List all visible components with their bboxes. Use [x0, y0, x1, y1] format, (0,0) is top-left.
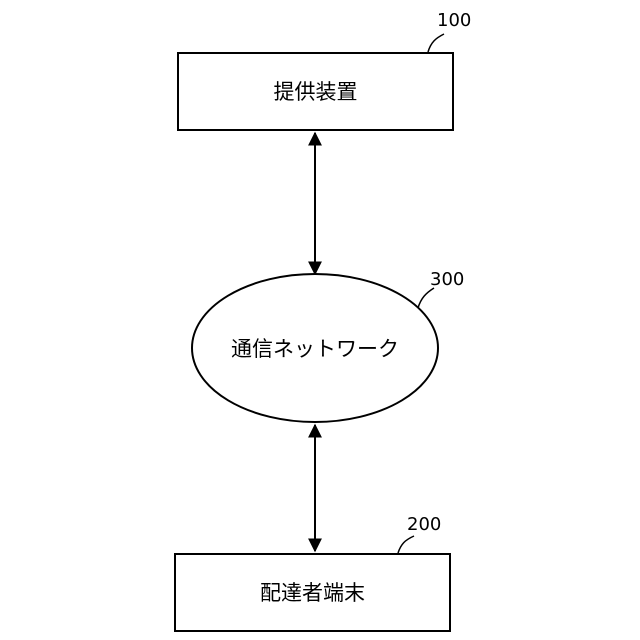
- network-ref-number: 300: [430, 269, 464, 290]
- network-label: 通信ネットワーク: [231, 337, 399, 361]
- courier-terminal-node: 配達者端末 200: [175, 514, 450, 631]
- terminal-ref-number: 200: [407, 514, 441, 535]
- provider-device-node: 提供装置 100: [178, 10, 471, 130]
- network-ref-leader: [418, 288, 434, 308]
- provider-ref-number: 100: [437, 10, 471, 31]
- courier-terminal-label: 配達者端末: [260, 581, 365, 605]
- provider-ref-leader: [428, 34, 444, 52]
- network-node: 通信ネットワーク 300: [192, 269, 464, 422]
- provider-device-label: 提供装置: [274, 80, 358, 104]
- terminal-ref-leader: [398, 536, 414, 553]
